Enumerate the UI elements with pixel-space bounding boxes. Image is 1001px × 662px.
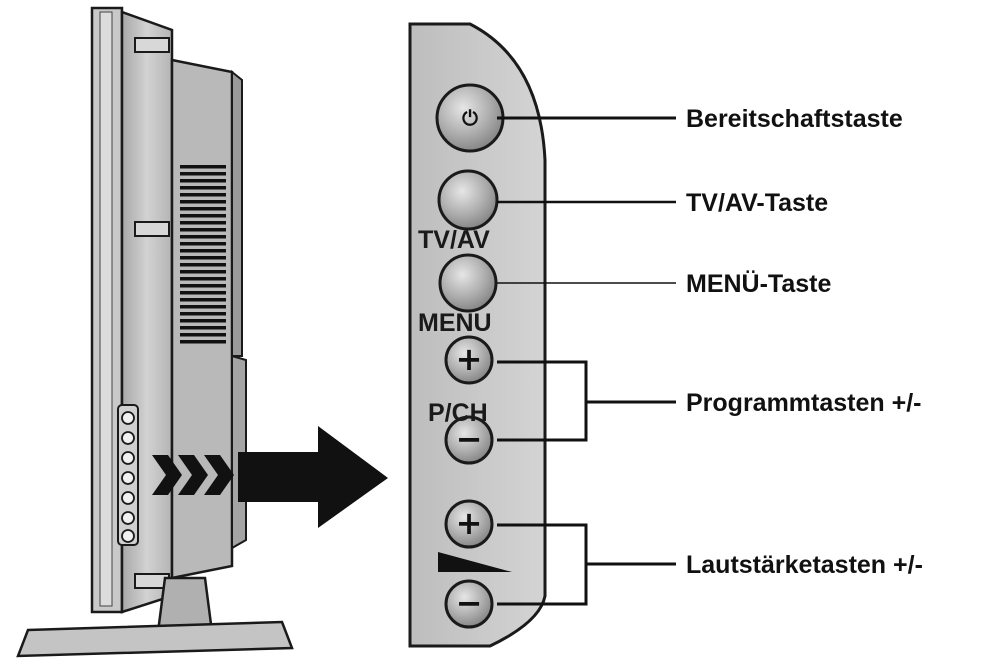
callout-volume: Lautstärketasten +/- (686, 551, 923, 579)
callout-menu: MENÜ-Taste (686, 269, 831, 298)
callout-program: Programmtasten +/- (686, 389, 922, 417)
program-minus-button[interactable]: − (444, 415, 494, 465)
plus-icon: + (456, 340, 483, 378)
side-mini-button-3[interactable] (121, 451, 135, 465)
pch-label: P/CH (428, 399, 488, 427)
tv-stand-base (16, 620, 294, 658)
side-mini-button-6[interactable] (121, 511, 135, 525)
menu-button[interactable] (438, 253, 498, 313)
side-mini-button-7[interactable] (121, 529, 135, 543)
tvav-button-label: TV/AV (418, 226, 490, 254)
tvav-button[interactable] (437, 169, 499, 231)
program-plus-button[interactable]: + (444, 335, 494, 385)
side-mini-button-2[interactable] (121, 431, 135, 445)
callout-tvav: TV/AV-Taste (686, 189, 828, 217)
vent-grille (180, 165, 226, 344)
standby-button[interactable]: ⏻ (435, 83, 505, 153)
control-panel-zoom: ⏻ + − + − TV/AV MENU P/CH (408, 22, 547, 648)
side-mini-button-5[interactable] (121, 491, 135, 505)
callout-lines (497, 116, 676, 606)
panel-outline (408, 22, 547, 648)
plus-icon: + (456, 504, 483, 542)
side-mini-button-4[interactable] (121, 471, 135, 485)
minus-icon: − (456, 584, 483, 622)
tv-side-view (16, 6, 388, 658)
power-icon: ⏻ (462, 106, 478, 130)
callout-standby: Bereitschaftstaste (686, 105, 903, 133)
volume-minus-button[interactable]: − (444, 579, 494, 629)
volume-plus-button[interactable]: + (444, 499, 494, 549)
mount-tab-top (134, 37, 170, 53)
volume-wedge-icon (438, 552, 512, 572)
side-mini-button-1[interactable] (121, 411, 135, 425)
chevrons (152, 455, 234, 495)
arrow-to-panel (238, 426, 388, 528)
mount-tab-mid (134, 221, 170, 237)
menu-button-label: MENU (418, 309, 492, 337)
minus-icon: − (456, 420, 483, 458)
